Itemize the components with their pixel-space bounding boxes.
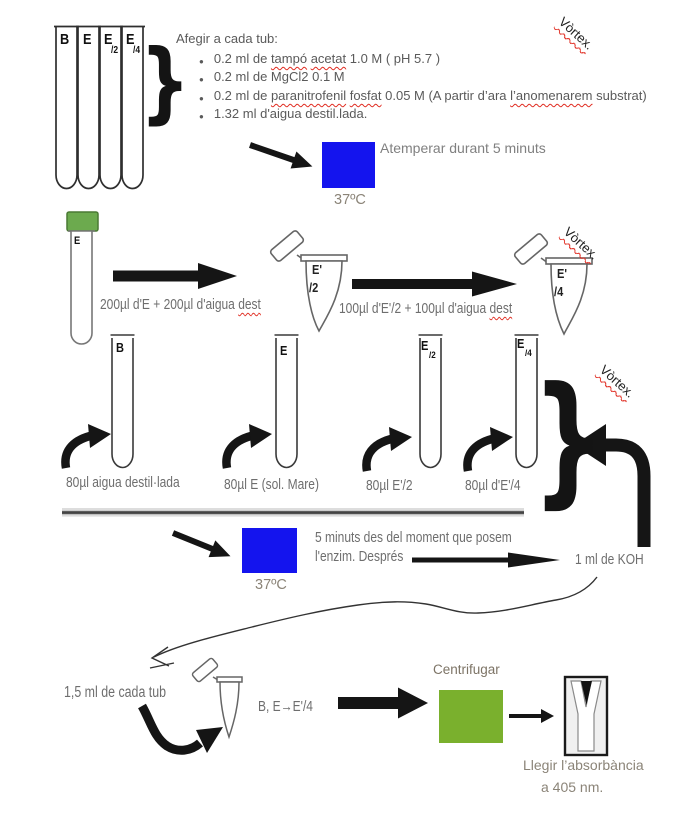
- misspelled-word: dest: [238, 296, 261, 313]
- misspelled-word: tampó: [270, 51, 308, 66]
- test-tubes-step3: [110, 334, 539, 469]
- tube3-label-e4-fraction: /4: [525, 348, 532, 359]
- eppendorf-e2-label: E': [312, 262, 323, 277]
- post-incubation-arrows: [171, 530, 560, 568]
- tube-label-e4: E: [126, 31, 135, 48]
- centrifuge-label: Centrifugar: [433, 662, 500, 677]
- eppendorf-e2-fraction: /2: [309, 280, 319, 295]
- arrow-to-centrifuge: [338, 687, 428, 719]
- eppendorf-e4: [513, 233, 593, 336]
- tube3-label-e2-fraction: /2: [429, 350, 436, 361]
- stock-enzyme-tube: [66, 211, 99, 345]
- stock-tube-label: E: [74, 235, 81, 247]
- misspelled-word: l’anomenarem: [510, 88, 593, 103]
- koh-hook-arrow: [574, 424, 651, 547]
- bullet-item-4: 1.32 ml d'aigua destil.lada.: [199, 106, 368, 121]
- tube-label-e2-fraction: /2: [111, 45, 119, 56]
- koh-label: 1 ml de KOH: [575, 551, 644, 568]
- bullet-text: 0.2 ml de tampó acetat 1.0 M ( pH 5.7 ): [214, 51, 440, 66]
- temperature-label-2: 37ºC: [255, 577, 287, 593]
- centrifuge-block: [439, 690, 503, 743]
- misspelled-word: paranitrofenil: [270, 88, 347, 103]
- tube-set-label: B, E→E'/4: [258, 698, 313, 715]
- eppendorf-e2: [269, 230, 348, 333]
- final-arrows: [338, 687, 554, 723]
- temperature-label-1: 37ºC: [334, 192, 366, 208]
- tube3-label-e2: E: [421, 338, 429, 353]
- bullet-text: 0.2 ml de paranitrofenil fosfat 0.05 M (…: [214, 88, 647, 103]
- bullet-seg: 0.2 ml de: [213, 88, 271, 103]
- grouping-brace-step3: }: [532, 357, 605, 522]
- arrow-to-incubation: [249, 142, 313, 169]
- squiggle-connector: [149, 576, 598, 669]
- read-absorbance-line2: a 405 nm.: [541, 779, 604, 795]
- arrow-dilution-2: [352, 271, 517, 297]
- eppendorf-e4-label: E': [557, 266, 568, 281]
- bullet-seg: 0.05 M (A partir d’ara: [381, 88, 511, 103]
- transfer-arrow: [138, 703, 223, 755]
- transfer-label: 1,5 ml de cada tub: [64, 684, 167, 701]
- water-bath-block-1: [322, 142, 375, 188]
- arrow-dilution-1: [113, 263, 237, 289]
- timer-note-line2: l'enzim. Després: [315, 548, 404, 565]
- bullet-seg: 1.0 M ( pH 5.7 ): [346, 51, 441, 66]
- tube-label-e: E: [83, 31, 92, 48]
- add-label-e4: 80µl d'E'/4: [465, 477, 521, 494]
- add-label-e2: 80µl E'/2: [366, 477, 413, 494]
- dilution2-text: 100µl d'E'/2 + 100µl d'aigua: [339, 300, 490, 317]
- incubation-note: Atemperar durant 5 minuts: [380, 140, 546, 156]
- dilution-arrows: [113, 263, 517, 297]
- tube-label-b: B: [60, 31, 70, 48]
- tube3-label-b: B: [116, 340, 124, 355]
- tube-label-e2: E: [104, 31, 113, 48]
- arrow-to-cuvette: [509, 709, 554, 723]
- bullet-seg: 0.2 ml de: [213, 51, 271, 66]
- grouping-brace-step1: }: [140, 30, 191, 133]
- eppendorf-final: [191, 657, 243, 740]
- add-label-b: 80µl aigua destil·lada: [66, 474, 180, 491]
- pipette-arrowheads: [88, 424, 513, 451]
- bullet-item-2: 0.2 ml de MgCl2 0.1 M: [199, 69, 345, 84]
- test-tube-rack-step1: [54, 25, 145, 190]
- water-bath-block-2: [242, 528, 297, 573]
- dilution2-label: 100µl d'E'/2 + 100µl d'aigua dest: [339, 300, 512, 317]
- timer-note-line1: 5 minuts des del moment que posem: [315, 529, 512, 546]
- bullet-item-3: 0.2 ml de paranitrofenil fosfat 0.05 M (…: [199, 88, 647, 103]
- bullet-text: 1.32 ml d'aigua destil.lada.: [213, 106, 368, 121]
- arrow-to-koh: [412, 552, 560, 568]
- bullet-text: 0.2 ml de MgCl2 0.1 M: [213, 69, 345, 84]
- misspelled-word: dest: [489, 300, 513, 317]
- dilution1-label: 200µl d'E + 200µl d'aigua dest: [100, 296, 261, 313]
- bullet-seg: substrat): [592, 88, 647, 103]
- misspelled-word: fosfat: [349, 88, 382, 103]
- add-label-e: 80µl E (sol. Mare): [224, 476, 319, 493]
- step1-heading: Afegir a cada tub:: [176, 31, 278, 46]
- tube-label-e4-fraction: /4: [133, 45, 141, 56]
- tube3-label-e4: E: [517, 336, 525, 351]
- green-cap: [66, 211, 99, 232]
- arrow-to-incubation-2: [171, 530, 231, 558]
- tube3-label-e: E: [280, 343, 288, 358]
- misspelled-word: acetat: [310, 51, 347, 66]
- dilution1-text: 200µl d'E + 200µl d'aigua: [100, 296, 239, 313]
- read-absorbance-line1: Llegir l’absorbància: [523, 757, 644, 773]
- pipette-arrows: [61, 431, 494, 472]
- cuvette-icon: [563, 675, 609, 757]
- bullet-item-1: 0.2 ml de tampó acetat 1.0 M ( pH 5.7 ): [199, 51, 440, 66]
- divider-bar: [62, 508, 524, 517]
- eppendorf-e4-fraction: /4: [554, 284, 564, 299]
